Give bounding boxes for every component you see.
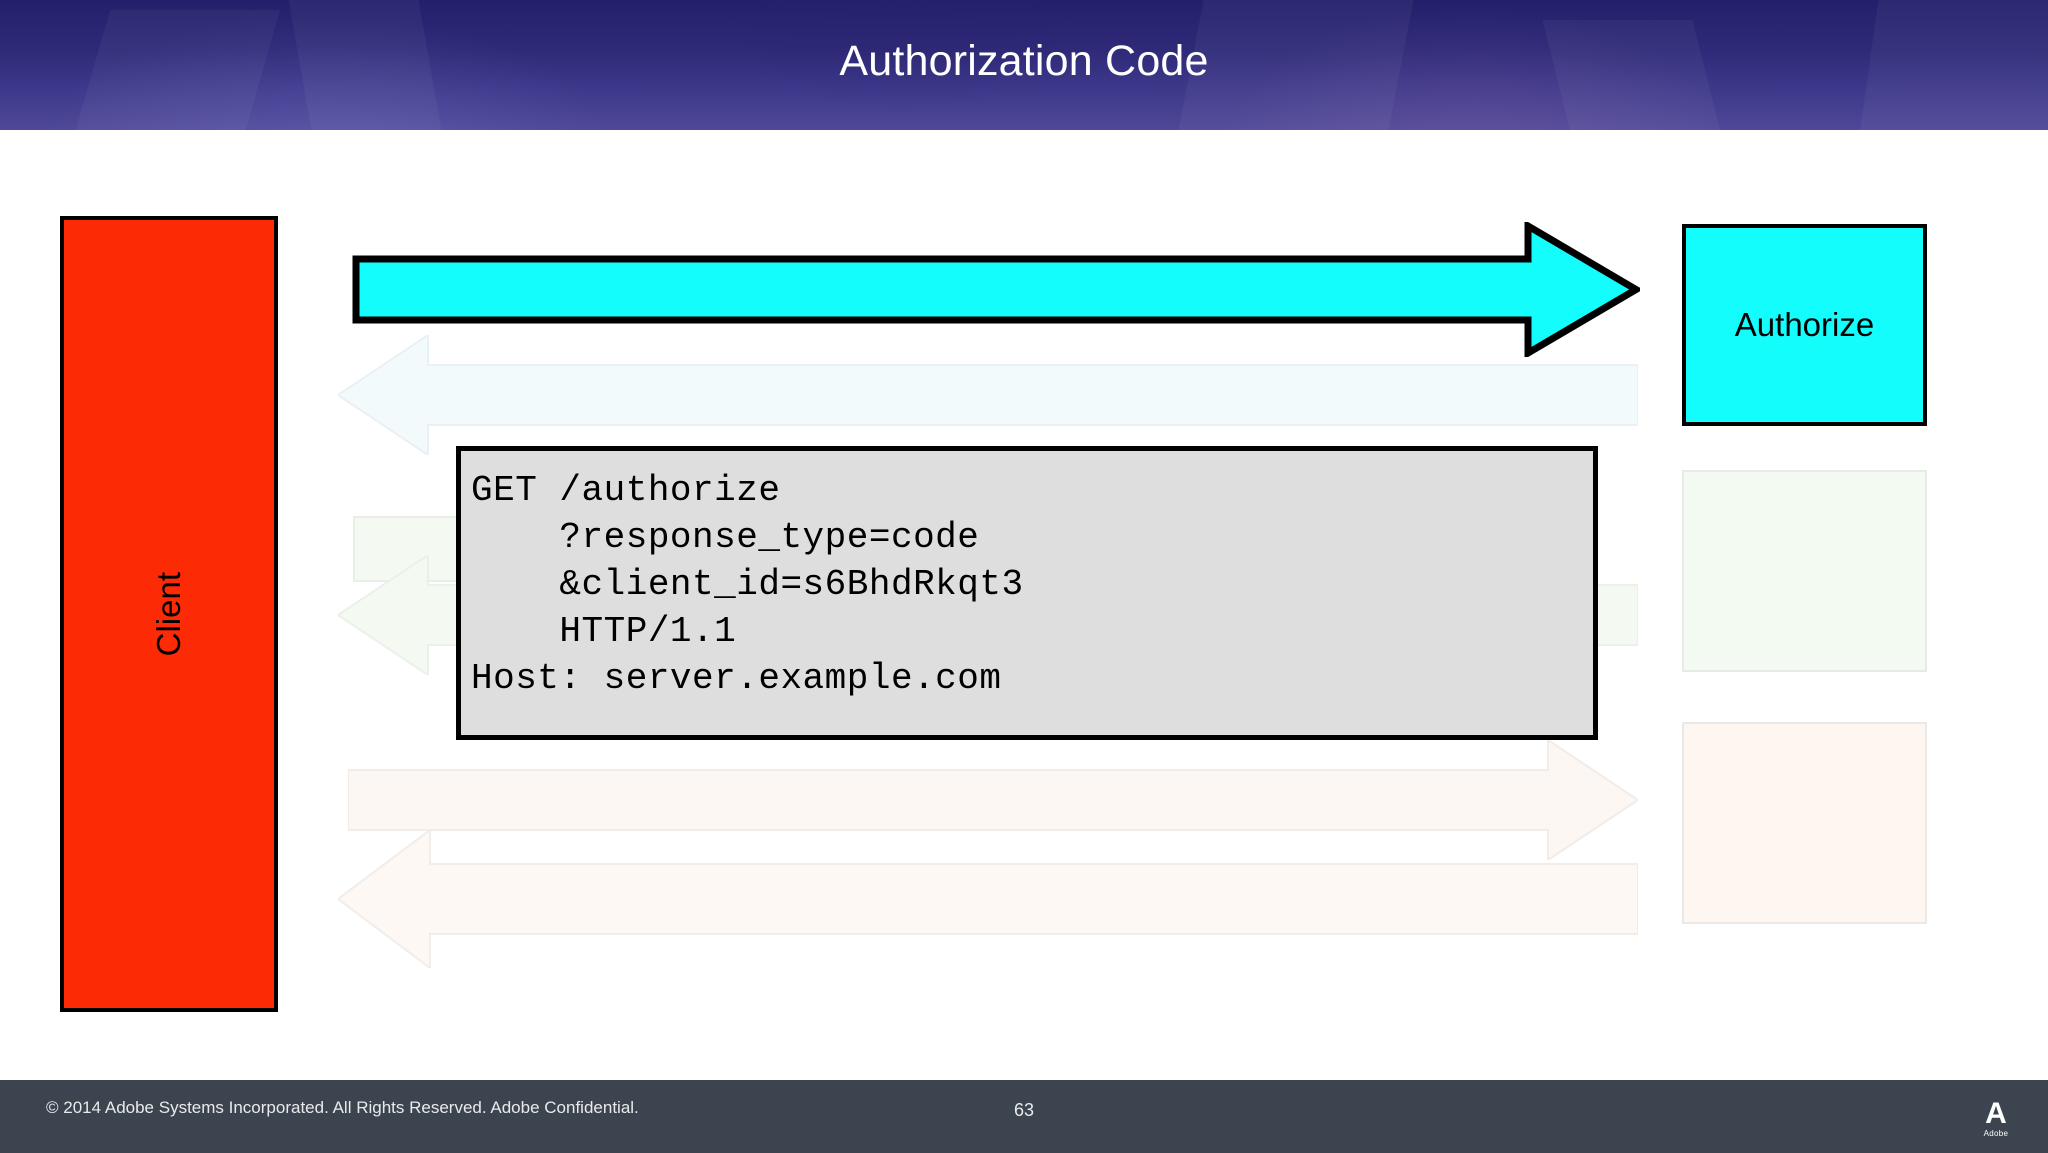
adobe-logo-mark: A [1985, 1097, 2007, 1130]
authorize-request-arrow[interactable] [352, 222, 1640, 357]
client-box-label: Client [150, 571, 187, 657]
adobe-logo-icon: A Adobe [1972, 1094, 2020, 1144]
authorize-box[interactable]: Authorize [1682, 224, 1927, 426]
adobe-logo-wordmark: Adobe [1983, 1129, 2009, 1138]
authorize-box-label: Authorize [1734, 306, 1875, 343]
client-box[interactable]: Client [60, 216, 278, 1012]
resource-request-arrow [348, 740, 1638, 860]
token-box-ghost [1682, 470, 1927, 672]
slide-content-area: Client Authorize GET /authorize ?respons… [0, 130, 2048, 1080]
footer-copyright: © 2014 Adobe Systems Incorporated. All R… [46, 1098, 639, 1117]
http-request-code-text: GET /authorize ?response_type=code &clie… [471, 470, 1024, 699]
http-request-code-panel: GET /authorize ?response_type=code &clie… [456, 446, 1598, 740]
authorize-response-arrow [338, 335, 1638, 455]
slide-footer-band: © 2014 Adobe Systems Incorporated. All R… [0, 1080, 2048, 1153]
footer-page-number: 63 [1013, 1100, 1035, 1120]
page-title: Authorization Code [839, 37, 1209, 85]
resource-response-arrow [338, 830, 1638, 968]
resource-box-ghost [1682, 722, 1927, 924]
slide-header-band: Authorization Code [0, 0, 2048, 130]
